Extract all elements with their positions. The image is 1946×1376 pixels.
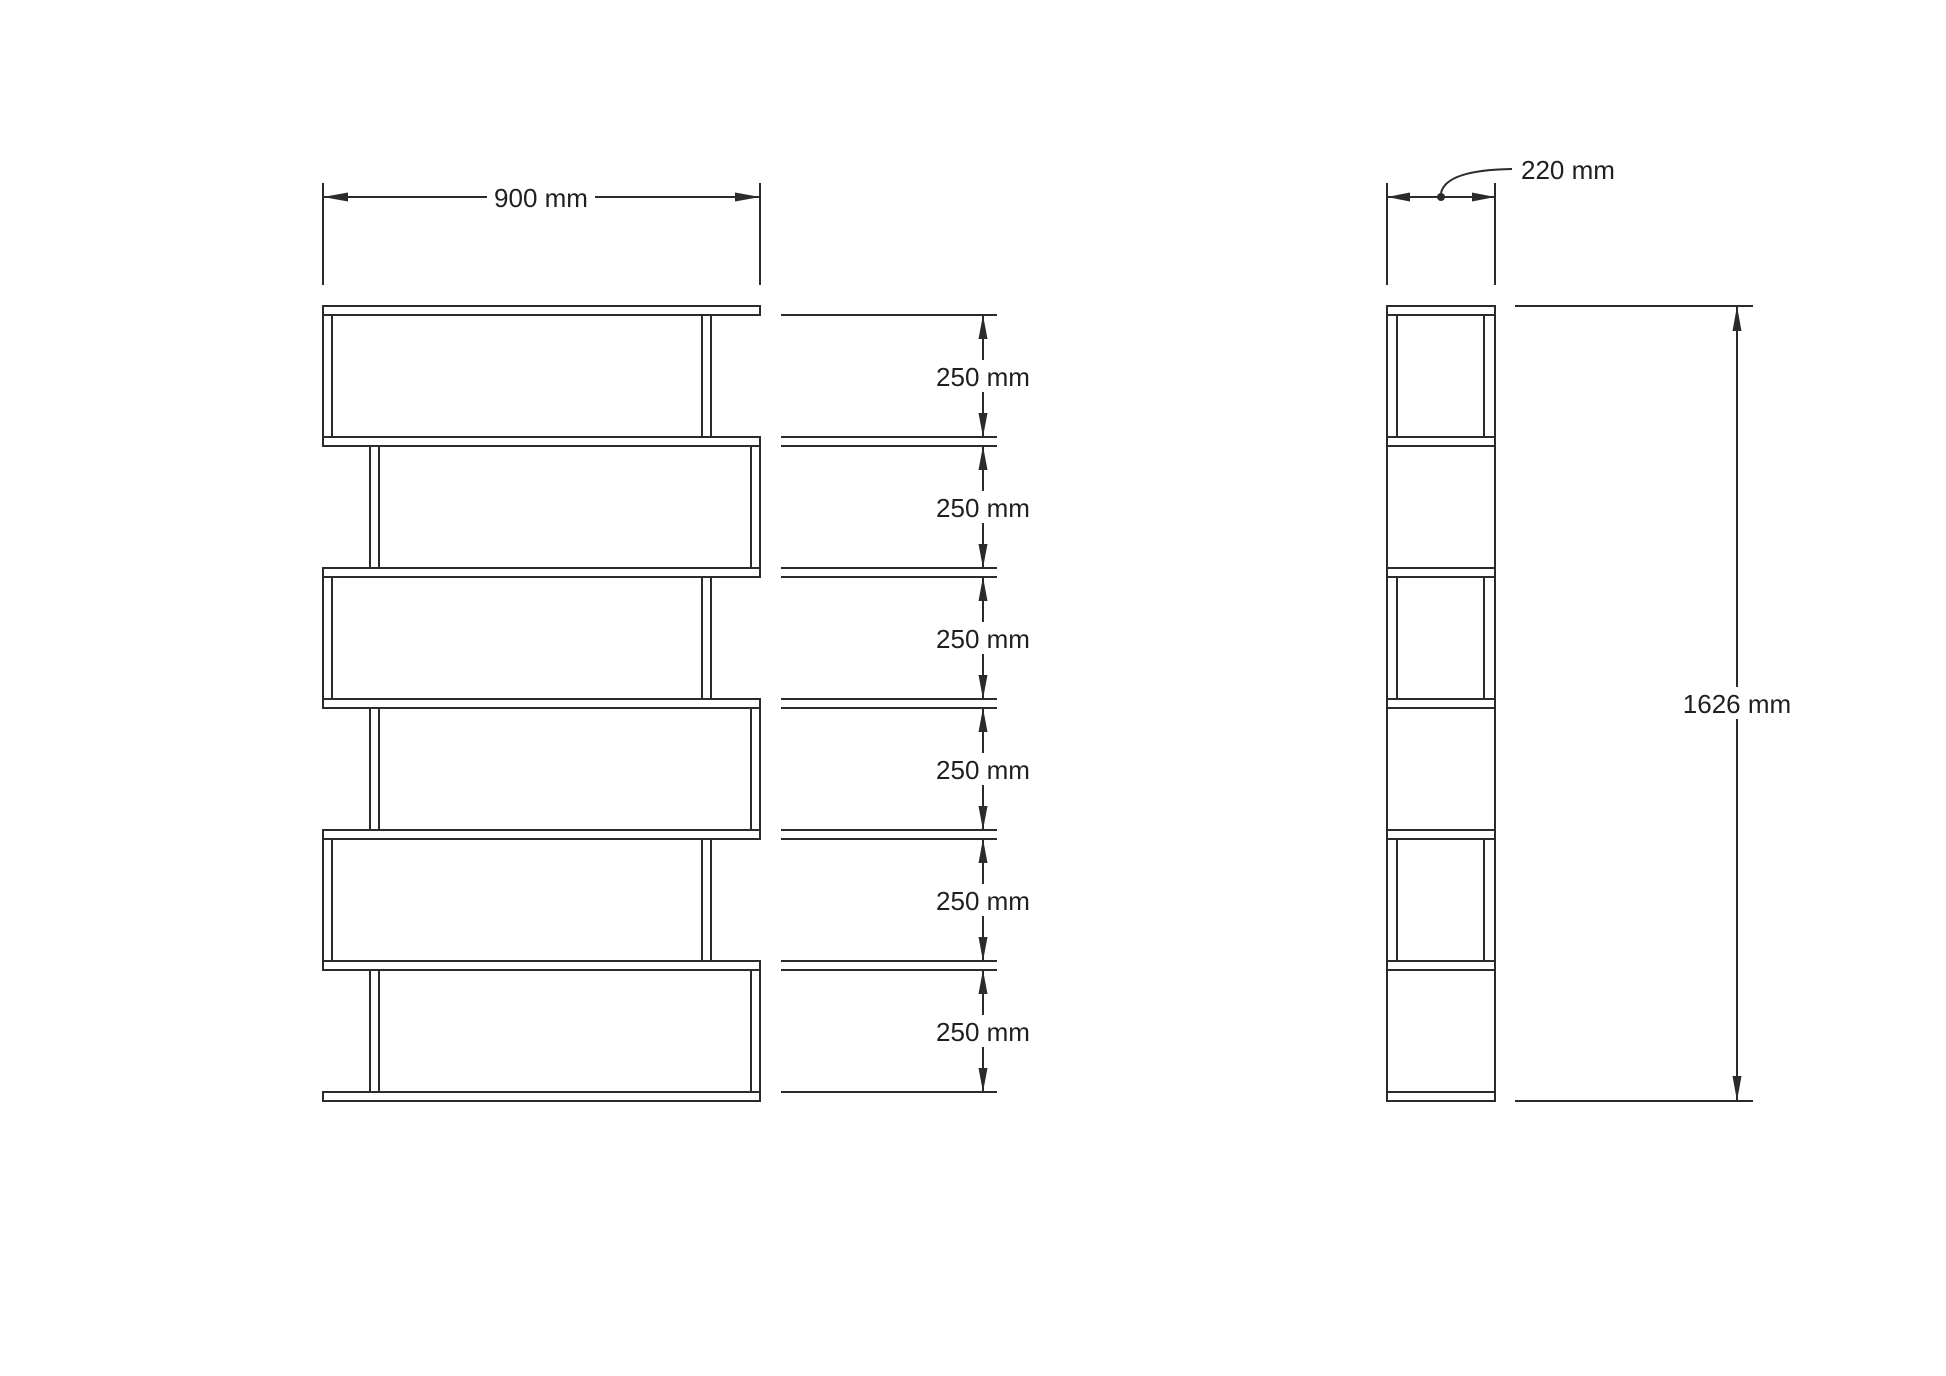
shelf-board <box>322 436 761 447</box>
dim-arrow-left <box>323 192 348 202</box>
depth-dimension-label: 220 mm <box>1521 155 1615 185</box>
shelf-board <box>322 305 761 316</box>
compartment-dimension: 250 mm <box>929 446 1037 568</box>
compartment-dimension-label: 250 mm <box>936 886 1030 916</box>
dim-arrow-up <box>978 446 988 470</box>
leader-anchor-dot <box>1437 193 1445 201</box>
dim-arrow-up <box>978 708 988 732</box>
leader-line <box>1440 168 1513 194</box>
divider-panel <box>322 314 333 438</box>
dim-arrow-right <box>1472 192 1495 202</box>
compartment-dimension: 250 mm <box>929 839 1037 961</box>
height-dimension-label: 1626 mm <box>1683 689 1791 719</box>
dim-arrow-up <box>978 577 988 601</box>
dim-arrow-down <box>978 937 988 961</box>
label-mask <box>929 360 1037 392</box>
shelf-board <box>322 1091 761 1102</box>
divider-panel <box>701 838 712 962</box>
label-mask <box>487 181 595 213</box>
dim-arrow-left <box>1387 192 1410 202</box>
divider-panel <box>750 969 761 1093</box>
dim-arrow-down <box>978 544 988 568</box>
compartment-dimension-label: 250 mm <box>936 1017 1030 1047</box>
dim-arrow-down <box>978 806 988 830</box>
dim-arrow-down <box>1732 1076 1742 1101</box>
label-mask <box>929 491 1037 523</box>
label-mask <box>929 1015 1037 1047</box>
divider-panel <box>701 314 712 438</box>
dim-arrow-right <box>735 192 760 202</box>
width-dimension-label: 900 mm <box>494 183 588 213</box>
divider-panel <box>322 576 333 700</box>
front-view <box>322 305 761 1102</box>
dim-arrow-up <box>978 839 988 863</box>
shelf-height-dimensions: 250 mm 250 mm 250 mm 250 mm <box>781 314 1037 1093</box>
label-mask <box>1675 687 1799 719</box>
label-mask <box>929 884 1037 916</box>
compartment-dimension: 250 mm <box>929 970 1037 1092</box>
depth-dimension: 220 mm <box>1386 155 1615 285</box>
divider-panel <box>750 445 761 569</box>
compartment-dimension-label: 250 mm <box>936 624 1030 654</box>
compartment-dimension-label: 250 mm <box>936 493 1030 523</box>
dim-arrow-down <box>978 1068 988 1092</box>
divider-panel <box>701 576 712 700</box>
dim-arrow-up <box>978 970 988 994</box>
compartment-dimension: 250 mm <box>929 315 1037 437</box>
divider-panel <box>750 707 761 831</box>
shelf-board <box>322 698 761 709</box>
dim-arrow-up <box>1732 306 1742 331</box>
dim-arrow-up <box>978 315 988 339</box>
compartment-dimension-label: 250 mm <box>936 755 1030 785</box>
shelf-board <box>322 567 761 578</box>
label-mask <box>929 622 1037 654</box>
label-mask <box>929 753 1037 785</box>
compartment-dimension: 250 mm <box>929 577 1037 699</box>
compartment-dimension: 250 mm <box>929 708 1037 830</box>
divider-panel <box>369 445 380 569</box>
side-view <box>1386 305 1496 1102</box>
divider-panel <box>322 838 333 962</box>
shelf-board <box>322 960 761 971</box>
side-outline <box>1386 305 1496 1102</box>
height-dimension: 1626 mm <box>1515 305 1799 1102</box>
shelf-board <box>322 829 761 840</box>
width-dimension: 900 mm <box>322 181 761 285</box>
dim-arrow-down <box>978 413 988 437</box>
divider-panel <box>369 707 380 831</box>
dim-arrow-down <box>978 675 988 699</box>
divider-panel <box>369 969 380 1093</box>
compartment-dimension-label: 250 mm <box>936 362 1030 392</box>
